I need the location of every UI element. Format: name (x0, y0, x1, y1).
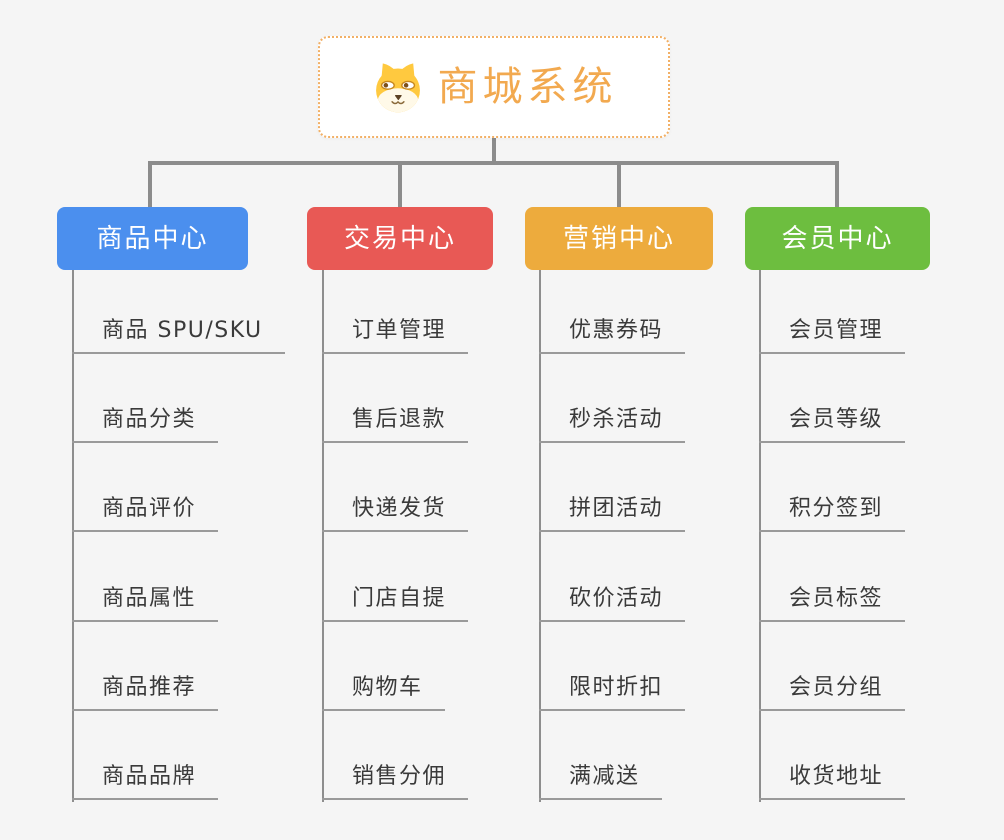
connector-horizontal-rail (148, 161, 839, 165)
branch-topic-marketing-label: 营销中心 (562, 223, 675, 254)
subtopic[interactable]: 订单管理 (322, 316, 469, 354)
subtopic[interactable]: 积分签到 (759, 494, 906, 532)
subtopic[interactable]: 商品评价 (72, 494, 219, 532)
subtopic[interactable]: 满减送 (539, 762, 662, 800)
dog-face-icon (371, 60, 425, 114)
subtopic[interactable]: 会员等级 (759, 405, 906, 443)
branch-topic-trade-label: 交易中心 (343, 223, 456, 254)
connector-drop-marketing (617, 161, 621, 207)
subtopic[interactable]: 砍价活动 (539, 584, 686, 622)
connector-root-drop (492, 137, 496, 165)
branch-topic-trade[interactable]: 交易中心 (307, 207, 493, 270)
connector-drop-member (835, 161, 839, 207)
subtopic[interactable]: 优惠券码 (539, 316, 686, 354)
branch-topic-marketing[interactable]: 营销中心 (525, 207, 713, 270)
connector-drop-trade (398, 161, 402, 207)
subtree-line-trade (322, 270, 324, 802)
subtree-line-marketing (539, 270, 541, 802)
subtopic[interactable]: 快递发货 (322, 494, 469, 532)
root-topic[interactable]: 商城系统 (318, 36, 670, 138)
root-topic-label: 商城系统 (437, 64, 618, 110)
subtopic[interactable]: 商品品牌 (72, 762, 219, 800)
subtopic[interactable]: 会员标签 (759, 584, 906, 622)
subtree-line-product (72, 270, 74, 802)
subtopic[interactable]: 会员管理 (759, 316, 906, 354)
subtopic[interactable]: 售后退款 (322, 405, 469, 443)
subtopic[interactable]: 限时折扣 (539, 673, 686, 711)
subtopic[interactable]: 商品推荐 (72, 673, 219, 711)
branch-topic-member-label: 会员中心 (781, 223, 894, 254)
branch-topic-product[interactable]: 商品中心 (57, 207, 248, 270)
subtopic[interactable]: 拼团活动 (539, 494, 686, 532)
branch-topic-product-label: 商品中心 (96, 223, 209, 254)
branch-topic-member[interactable]: 会员中心 (745, 207, 930, 270)
subtopic[interactable]: 商品分类 (72, 405, 219, 443)
connector-drop-product (148, 161, 152, 207)
subtopic[interactable]: 收货地址 (759, 762, 906, 800)
subtopic[interactable]: 会员分组 (759, 673, 906, 711)
subtopic[interactable]: 商品属性 (72, 584, 219, 622)
subtree-line-member (759, 270, 761, 802)
subtopic[interactable]: 购物车 (322, 673, 445, 711)
subtopic[interactable]: 门店自提 (322, 584, 469, 622)
subtopic[interactable]: 秒杀活动 (539, 405, 686, 443)
subtopic[interactable]: 商品 SPU/SKU (72, 316, 285, 354)
subtopic[interactable]: 销售分佣 (322, 762, 469, 800)
